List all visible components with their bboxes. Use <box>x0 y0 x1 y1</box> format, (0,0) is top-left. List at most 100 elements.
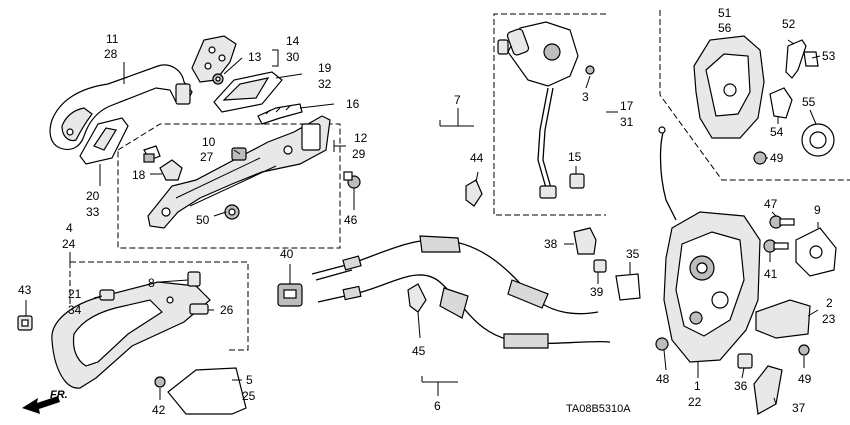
pad-35 <box>615 273 641 301</box>
callout-23: 23 <box>822 312 836 326</box>
callout-46: 46 <box>344 213 358 227</box>
switch-40 <box>277 283 303 307</box>
screw-3 <box>585 65 595 75</box>
callout-53: 53 <box>822 49 836 63</box>
nut-50 <box>224 204 240 220</box>
group-box-handle-base <box>117 123 341 249</box>
callout-19: 19 <box>318 61 332 75</box>
cap-43 <box>17 315 33 331</box>
callout-30: 30 <box>286 50 300 64</box>
callout-37: 37 <box>792 401 806 415</box>
clip-38 <box>573 227 597 255</box>
callout-36: 36 <box>734 379 748 393</box>
bolt-46 <box>343 171 361 189</box>
handle-spring <box>257 103 303 125</box>
callout-49-bottom: 49 <box>798 372 812 386</box>
handle-gasket <box>213 71 283 113</box>
callout-25: 25 <box>242 389 256 403</box>
callout-1: 1 <box>694 379 701 393</box>
callout-12: 12 <box>354 131 368 145</box>
clip-53 <box>803 51 819 67</box>
callout-27: 27 <box>200 150 214 164</box>
actuator-cover <box>693 35 765 139</box>
callout-3: 3 <box>582 90 589 104</box>
spring-52 <box>785 39 807 79</box>
outer-handle <box>49 64 193 151</box>
inner-handle-cover-5-25 <box>167 367 247 415</box>
callout-numbers: 11 28 14 30 13 19 32 16 10 27 12 29 18 2… <box>18 6 836 417</box>
callout-39: 39 <box>590 285 604 299</box>
callout-31: 31 <box>620 115 634 129</box>
handle-bezel <box>79 117 129 165</box>
door-cables <box>311 120 611 383</box>
striker-9 <box>795 227 837 277</box>
diagram-code: TA08B5310A <box>566 403 631 415</box>
callout-11: 11 <box>106 32 119 46</box>
bolt-48 <box>655 337 669 351</box>
latch-cover-2-23 <box>755 299 811 339</box>
callout-52: 52 <box>782 17 796 31</box>
callout-43: 43 <box>18 283 32 297</box>
callout-4: 4 <box>66 221 73 235</box>
cable-clip-45 <box>407 283 427 313</box>
callout-9: 9 <box>814 203 821 217</box>
clip-21-34 <box>99 289 115 301</box>
callout-2: 2 <box>826 296 833 310</box>
callout-5: 5 <box>246 373 253 387</box>
screw-47 <box>769 215 795 229</box>
grommet-13 <box>212 73 224 85</box>
group-box-cylinder <box>493 13 606 216</box>
key-cylinder <box>497 21 579 199</box>
leader-lines <box>25 39 821 405</box>
callout-24: 24 <box>62 237 76 251</box>
screw-49-top <box>753 151 767 165</box>
callout-54: 54 <box>770 125 784 139</box>
callout-50: 50 <box>196 213 210 227</box>
clip-26 <box>189 303 209 315</box>
callout-10: 10 <box>202 135 216 149</box>
outer-handle-base <box>147 115 331 229</box>
bracket-54 <box>769 87 793 119</box>
callout-13: 13 <box>248 50 262 64</box>
clip-10-27 <box>231 147 247 161</box>
clip-36 <box>737 353 753 369</box>
callout-16: 16 <box>346 97 360 111</box>
group-box-actuator-cover <box>659 10 850 181</box>
callout-34: 34 <box>68 303 82 317</box>
screw-42 <box>154 376 166 388</box>
callout-18: 18 <box>132 168 146 182</box>
collar-18 <box>159 159 183 181</box>
callout-47: 47 <box>764 197 778 211</box>
callout-14: 14 <box>286 34 300 48</box>
clip-15 <box>569 173 585 189</box>
screw-41 <box>763 239 789 253</box>
front-direction-arrow <box>22 396 60 414</box>
callout-7: 7 <box>454 93 461 107</box>
callout-8: 8 <box>148 276 155 290</box>
callout-44: 44 <box>470 151 484 165</box>
handle-protector <box>191 35 237 83</box>
callout-15: 15 <box>568 150 582 164</box>
callout-56: 56 <box>718 21 732 35</box>
callout-48: 48 <box>656 372 670 386</box>
callout-6: 6 <box>434 399 441 413</box>
garnish-37 <box>753 365 783 415</box>
cap-39 <box>593 259 607 273</box>
screw-49-bottom <box>798 344 810 356</box>
callout-55: 55 <box>802 95 816 109</box>
callout-45: 45 <box>412 344 426 358</box>
group-box-inner-handle <box>69 261 249 351</box>
bolt-retainer <box>143 145 161 163</box>
callout-26: 26 <box>220 303 234 317</box>
callout-33: 33 <box>86 205 100 219</box>
callout-51: 51 <box>718 6 732 20</box>
callout-42: 42 <box>152 403 166 417</box>
callout-29: 29 <box>352 147 366 161</box>
callout-17: 17 <box>620 99 634 113</box>
callout-38: 38 <box>544 237 558 251</box>
callout-49-top: 49 <box>770 151 784 165</box>
callout-22: 22 <box>688 395 702 409</box>
callout-41: 41 <box>764 267 778 281</box>
callout-20: 20 <box>86 189 100 203</box>
